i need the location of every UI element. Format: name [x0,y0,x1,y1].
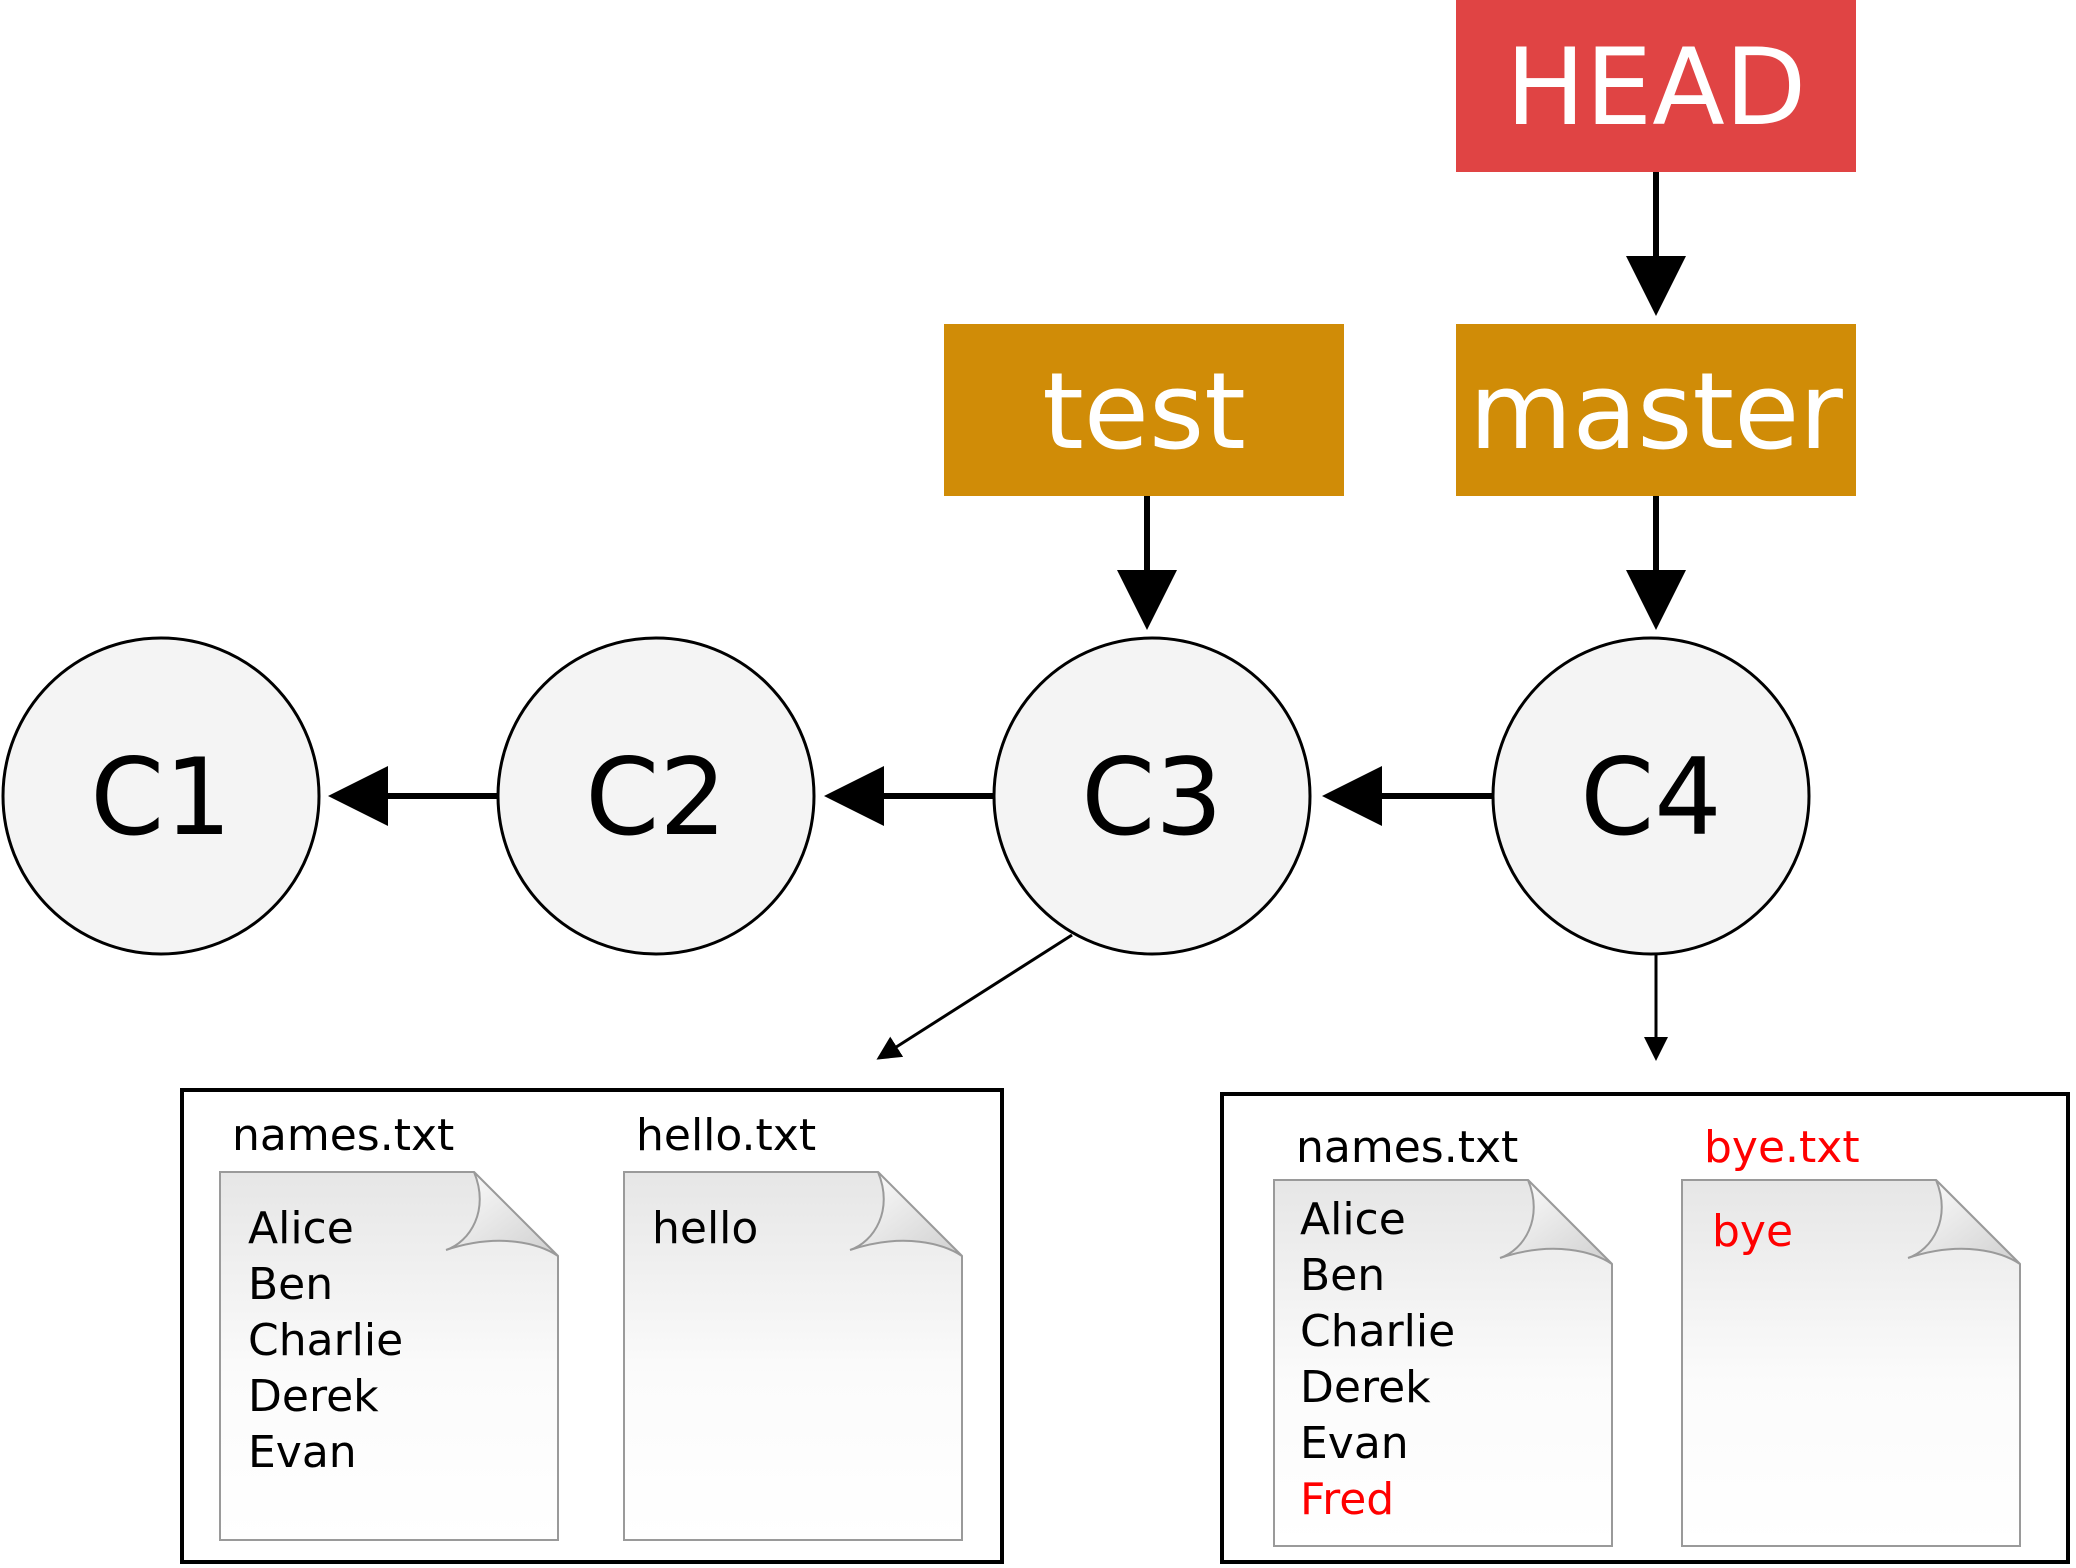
commit-c3-label: C3 [1081,736,1222,859]
c4-names-line: Derek [1300,1362,1431,1413]
c3-hello-filename: hello.txt [636,1110,816,1161]
c4-bye-doc-icon [1681,1179,2021,1547]
head-ref: HEAD [1456,0,1856,172]
c4-bye-filename: bye.txt [1704,1122,1860,1173]
commit-c3: C3 [992,636,1312,956]
branch-test-box [944,324,1344,496]
c4-names-line: Charlie [1300,1306,1455,1357]
c3-snapshot: names.txt Alice Ben Charlie Derek Evan h… [180,1088,1004,1564]
c4-names-filename: names.txt [1296,1122,1518,1173]
c3-names-line: Evan [248,1427,357,1478]
c4-names-new-line: Fred [1300,1474,1394,1525]
commit-c1-label: C1 [90,736,231,859]
c3-hello-line: hello [652,1203,758,1254]
commit-c1: C1 [1,636,321,956]
commit-c3-circle [992,636,1312,956]
commit-c2: C2 [496,636,816,956]
branch-master-label: master [1469,350,1843,473]
c4-names-line: Ben [1300,1250,1385,1301]
commit-c4-circle [1491,636,1811,956]
c3-names-line: Ben [248,1259,333,1310]
branch-master: master [1456,324,1856,496]
head-ref-label: HEAD [1506,26,1807,149]
commit-c2-circle [496,636,816,956]
head-ref-box [1456,0,1856,172]
c3-names-line: Derek [248,1371,379,1422]
c4-names-line: Evan [1300,1418,1409,1469]
commit-c4-label: C4 [1580,736,1721,859]
branch-master-box [1456,324,1856,496]
c3-hello-doc-icon [623,1171,963,1541]
c3-snapshot-arrow [876,933,1073,1060]
branch-test-label: test [1042,350,1246,473]
c3-names-doc-icon [219,1171,559,1541]
c3-names-line: Alice [248,1203,354,1254]
commit-c2-label: C2 [585,736,726,859]
c4-names-doc-icon [1273,1179,1613,1547]
commit-c1-circle [1,636,321,956]
branch-test: test [944,324,1344,496]
c4-names-line: Alice [1300,1194,1406,1245]
c3-names-filename: names.txt [232,1110,454,1161]
c3-names-line: Charlie [248,1315,403,1366]
commit-c4: C4 [1491,636,1811,956]
c4-snapshot: names.txt Alice Ben Charlie Derek Evan F… [1220,1092,2070,1564]
c4-bye-line: bye [1712,1206,1793,1257]
